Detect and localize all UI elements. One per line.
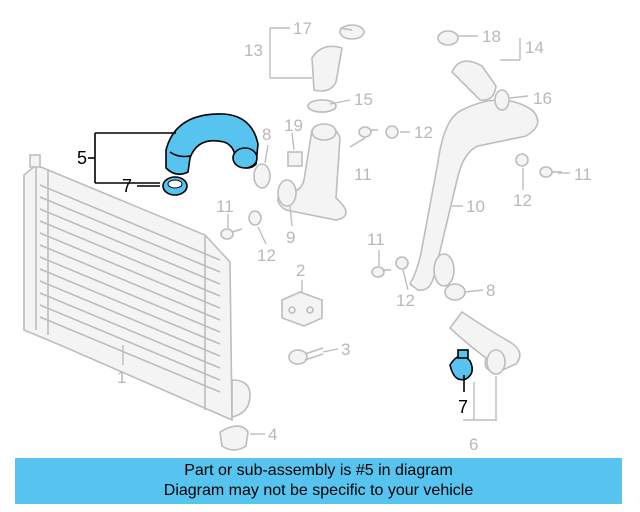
callout-6: 6 <box>469 435 478 454</box>
callout-12-c: 12 <box>396 291 415 310</box>
intercooler-hose-5[interactable] <box>165 113 259 176</box>
callout-18: 18 <box>482 27 501 46</box>
callout-11-b: 11 <box>354 165 372 184</box>
bolt-3 <box>288 347 324 365</box>
callout-11-a: 11 <box>216 197 234 216</box>
bolt-11-a <box>220 228 243 240</box>
callout-19: 19 <box>284 116 303 135</box>
callout-5: 5 <box>77 148 87 168</box>
hose-clamp-7-lower[interactable] <box>449 349 474 381</box>
callout-4: 4 <box>268 425 277 444</box>
banner-line-disclaimer: Diagram may not be specific to your vehi… <box>163 482 474 499</box>
mounting-bracket <box>281 291 323 327</box>
nut-12-b <box>385 125 399 139</box>
callout-3: 3 <box>341 340 350 359</box>
bolt-11-d <box>539 166 562 178</box>
callout-12-a: 12 <box>257 246 276 265</box>
highlight-leader-lines <box>88 132 465 392</box>
banner-line-part-number: Part or sub-assembly is #5 in diagram <box>184 462 453 479</box>
clamp-8-lower <box>444 283 466 301</box>
info-banner: Part or sub-assembly is #5 in diagram Di… <box>15 458 622 504</box>
callout-12-b: 12 <box>414 123 433 142</box>
callout-15: 15 <box>354 90 373 109</box>
callout-11-c: 11 <box>367 230 385 249</box>
intercooler-radiator <box>23 154 251 422</box>
callout-11-d: 11 <box>574 165 592 184</box>
nut-12-a <box>248 210 262 226</box>
callout-7-lower: 7 <box>458 397 468 417</box>
hose-clamp-8-upper <box>253 163 271 189</box>
callout-8-upper: 8 <box>262 125 271 144</box>
callout-16: 16 <box>533 89 552 108</box>
bolt-11-c <box>371 266 391 278</box>
callout-9: 9 <box>286 228 295 247</box>
clamp-15 <box>307 99 337 113</box>
callout-2: 2 <box>296 261 305 280</box>
leader-lines <box>122 27 570 435</box>
charge-pipe-9 <box>277 123 347 221</box>
callout-12-d: 12 <box>513 191 532 210</box>
bolt-11-b <box>358 126 378 138</box>
hose-clamp-7-upper[interactable] <box>162 176 188 196</box>
callout-13: 13 <box>244 41 263 60</box>
charge-pipe-10 <box>408 99 539 292</box>
nut-12-c <box>395 256 409 270</box>
nut-12-d <box>515 153 529 167</box>
lower-charge-hose <box>448 310 521 375</box>
callout-14: 14 <box>525 38 544 57</box>
callout-17: 17 <box>293 19 312 38</box>
upper-hose-14 <box>437 30 510 111</box>
callout-8-lower: 8 <box>486 281 495 300</box>
callout-1: 1 <box>117 368 126 387</box>
rubber-mount <box>219 425 249 451</box>
callout-7-upper: 7 <box>122 176 132 196</box>
callout-10: 10 <box>466 197 485 216</box>
